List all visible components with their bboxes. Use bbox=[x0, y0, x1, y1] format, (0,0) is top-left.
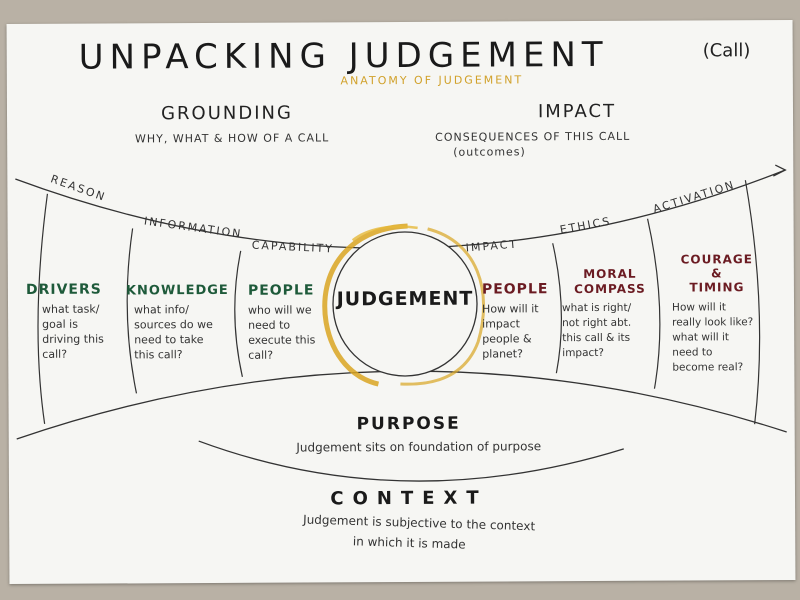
impact-heading: IMPACT bbox=[537, 100, 617, 123]
impact-outcomes-note: (outcomes) bbox=[453, 145, 526, 159]
column-line: call? bbox=[42, 347, 68, 361]
column-line: what task/ bbox=[41, 302, 100, 316]
band-arrow-head bbox=[773, 164, 787, 177]
column-heading-line: COMPASS bbox=[574, 281, 646, 297]
column-line: not right abt. bbox=[562, 316, 632, 330]
column-heading-line: COURAGE bbox=[680, 252, 753, 267]
column-line: call? bbox=[248, 348, 274, 362]
divider-1 bbox=[37, 193, 49, 424]
column-line: impact bbox=[482, 317, 521, 331]
column-line: driving this bbox=[42, 332, 104, 346]
column-line: impact? bbox=[562, 346, 605, 360]
column-heading: KNOWLEDGE bbox=[125, 282, 229, 299]
column-line: planet? bbox=[482, 347, 523, 361]
column-heading: DRIVERS bbox=[25, 281, 102, 298]
column-line: people & bbox=[482, 332, 532, 346]
column-people-impact: PEOPLE How will it impact people & plane… bbox=[482, 281, 562, 361]
grounding-heading: GROUNDING bbox=[161, 102, 293, 125]
column-line: execute this bbox=[248, 333, 316, 347]
column-line: sources do we bbox=[134, 317, 213, 332]
column-heading: MORAL COMPASS bbox=[562, 267, 658, 298]
divider-3 bbox=[234, 250, 243, 377]
column-body: what task/ goal is driving this call? bbox=[26, 301, 136, 362]
page-title: UNPACKING JUDGEMENT bbox=[78, 34, 609, 78]
impact-subtext: CONSEQUENCES OF THIS CALL bbox=[435, 129, 631, 144]
column-moral-compass: MORAL COMPASS what is right/ not right a… bbox=[562, 267, 658, 362]
gold-ring-right bbox=[400, 227, 486, 386]
column-body: what info/ sources do we need to take th… bbox=[126, 302, 246, 363]
column-line: How will it bbox=[672, 301, 727, 314]
column-heading: PEOPLE bbox=[481, 281, 549, 298]
center-circle bbox=[332, 231, 478, 377]
gold-ring-left bbox=[322, 223, 408, 387]
column-line: really look like? bbox=[672, 316, 754, 329]
column-knowledge: KNOWLEDGE what info/ sources do we need … bbox=[126, 283, 246, 363]
column-line: become real? bbox=[672, 361, 744, 374]
column-body: who will we need to execute this call? bbox=[248, 302, 338, 362]
column-heading-line: & bbox=[711, 266, 723, 281]
column-heading-line: TIMING bbox=[689, 280, 745, 295]
column-line: this call? bbox=[134, 348, 183, 362]
purpose-arc bbox=[198, 440, 624, 482]
divider-4 bbox=[552, 243, 563, 374]
column-heading: COURAGE & TIMING bbox=[662, 252, 772, 295]
column-body: How will it impact people & planet? bbox=[482, 301, 562, 361]
column-body: what is right/ not right abt. this call … bbox=[562, 301, 658, 362]
divider-5 bbox=[646, 218, 661, 389]
title-call-note: (Call) bbox=[702, 40, 751, 62]
column-line: How will it bbox=[482, 302, 539, 316]
purpose-heading: PURPOSE bbox=[356, 413, 461, 435]
column-line: this call & its bbox=[562, 331, 631, 345]
page-subtitle: ANATOMY OF JUDGEMENT bbox=[340, 73, 524, 88]
column-line: need to bbox=[248, 318, 291, 332]
column-heading-line: MORAL bbox=[583, 266, 637, 282]
diagram-lines bbox=[15, 164, 787, 482]
column-line: what is right/ bbox=[562, 301, 632, 315]
column-line: what info/ bbox=[134, 303, 189, 317]
context-heading: CONTEXT bbox=[330, 487, 488, 510]
grounding-subtext: WHY, WHAT & HOW OF A CALL bbox=[134, 131, 330, 146]
paper-sheet: UNPACKING JUDGEMENT (Call) ANATOMY OF JU… bbox=[6, 19, 796, 585]
column-courage-timing: COURAGE & TIMING How will it really look… bbox=[662, 252, 773, 376]
column-drivers: DRIVERS what task/ goal is driving this … bbox=[26, 281, 136, 362]
purpose-text: Judgement sits on foundation of purpose bbox=[296, 439, 542, 455]
column-line: need to bbox=[672, 346, 713, 359]
column-line: what will it bbox=[672, 331, 730, 344]
center-judgement-label: JUDGEMENT bbox=[336, 287, 474, 311]
column-line: goal is bbox=[42, 317, 78, 331]
divider-2 bbox=[126, 228, 138, 394]
column-line: need to take bbox=[134, 333, 204, 347]
column-body: How will it really look like? what will … bbox=[662, 300, 772, 376]
gold-ring-accent bbox=[351, 225, 418, 242]
divider-6 bbox=[744, 180, 761, 425]
